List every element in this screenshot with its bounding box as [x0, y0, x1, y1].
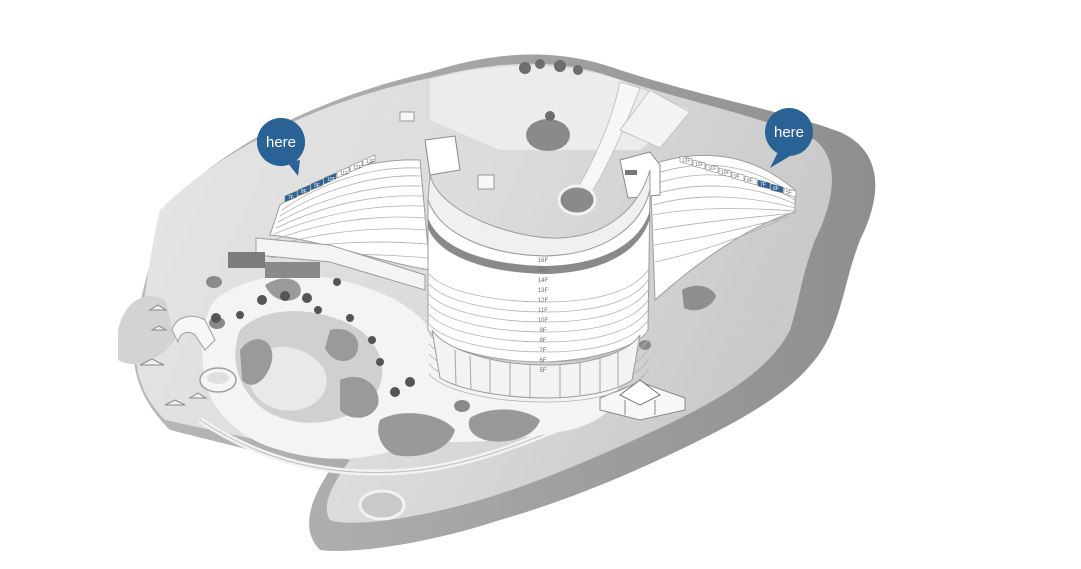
rock-garden	[265, 278, 301, 301]
tower-floor-line	[428, 268, 650, 303]
tower-floor-line	[428, 278, 650, 313]
small-garden	[358, 489, 406, 521]
tower-floor-label: 15F	[538, 268, 549, 274]
east-wing-floor-label: 7F	[760, 182, 766, 188]
west-wing-floor-block	[310, 178, 324, 191]
tower-floor-label: 5F	[539, 368, 546, 374]
marker-pin	[770, 152, 790, 168]
tower-floor-label: 7F	[539, 348, 546, 354]
west-wing-floor-label: 8F	[301, 189, 307, 195]
east-wing-floor-label: 13F	[682, 158, 691, 164]
rock-garden	[240, 339, 273, 385]
east-wing-floor-block	[679, 155, 693, 166]
east-wing-floor-label: 6F	[773, 186, 779, 192]
west-rooftop-block	[424, 135, 461, 176]
west-annex	[265, 262, 320, 278]
east-wing-lines	[651, 164, 796, 263]
east-wing-floor-block	[770, 183, 784, 194]
rock-garden	[378, 413, 455, 457]
west-wing: 7F 8F 9F 10F 11F 12F 13F	[228, 154, 431, 291]
resort-grounds	[139, 275, 686, 459]
coast-rock	[682, 285, 716, 311]
dark-garden	[454, 400, 470, 412]
umbrellas	[139, 304, 208, 406]
rock-garden	[340, 376, 379, 418]
tower-body	[427, 189, 651, 363]
east-wing-floor-label: 10F	[721, 170, 730, 176]
dark-garden	[206, 276, 222, 288]
east-wing-floor-label: 12F	[695, 162, 704, 168]
east-wing-floor-block	[757, 179, 771, 190]
east-wing-floor-label: 5F	[786, 190, 792, 196]
east-wing-floor-block	[783, 187, 797, 198]
tower-floor-label: 8F	[539, 338, 546, 344]
east-wing-floor-block	[731, 171, 745, 182]
tower-floor-label: 16F	[538, 258, 549, 264]
rock-garden	[468, 409, 540, 442]
west-wing-floor-block	[297, 184, 311, 197]
small-structure	[399, 111, 415, 122]
west-wing-floor-label: 10F	[327, 177, 336, 183]
west-wing-floor-block	[362, 154, 376, 167]
west-wing-floor-label: 13F	[366, 159, 375, 165]
west-wing-floor-label: 7F	[288, 195, 294, 201]
rooftop-window	[625, 170, 637, 175]
round-garden	[557, 184, 597, 216]
slide	[171, 315, 216, 351]
tower-base-columns	[454, 349, 619, 397]
rock-garden	[325, 329, 359, 362]
west-wing-floor-label: 11F	[340, 171, 348, 177]
tower-floor-line	[428, 318, 650, 353]
tower-floor-label: 13F	[538, 288, 549, 294]
tower-floor-label: 6F	[539, 358, 546, 364]
lower-path-edge	[199, 419, 581, 474]
location-marker-west[interactable]: here	[256, 118, 305, 176]
east-wing-floor-block	[692, 159, 706, 170]
tower-floor-label: 14F	[538, 278, 549, 284]
west-wing-floor-block	[284, 190, 298, 203]
main-tower: 16F 15F 14F 13F 12F 11F 10F 9F 8F 7F 6F 5F	[427, 169, 651, 403]
location-marker-east[interactable]: here	[765, 108, 813, 168]
marker-label: here	[774, 124, 804, 141]
west-wing-floor-block	[336, 166, 350, 179]
east-wing-floor-block	[718, 167, 732, 178]
marker-bubble	[765, 108, 813, 156]
west-wing-floor-block	[323, 172, 337, 185]
palm-trees-top	[519, 59, 583, 121]
tower-floor-label: 10F	[538, 318, 549, 324]
east-wing-floor-label: 8F	[747, 178, 753, 184]
east-wing-floor-block	[705, 163, 719, 174]
east-wing-floor-label: 11F	[708, 166, 716, 172]
tower-base	[431, 329, 641, 399]
marker-label: here	[266, 134, 296, 151]
west-wing-floor-label: 12F	[353, 165, 362, 171]
tower-floor-line	[428, 368, 650, 403]
palm-cluster	[526, 119, 570, 151]
east-wing-floor-block	[744, 175, 758, 186]
west-wing-floor-label: 9F	[314, 183, 320, 189]
tower-floor-label: 12F	[538, 298, 549, 304]
tower-floor-label: 11F	[538, 308, 548, 314]
east-wing: 13F 12F 11F 10F 9F 8F 7F 6F 5F	[649, 154, 797, 302]
upper-area	[399, 59, 691, 216]
coast-rock	[118, 296, 175, 364]
west-wing-floor-block	[349, 160, 363, 173]
round-pool-inner	[207, 372, 229, 384]
tower-top-band	[428, 210, 650, 274]
road-lane	[619, 89, 691, 149]
tower-floor-line	[428, 288, 650, 323]
marker-bubble	[257, 118, 305, 166]
tower-floor-label: 9F	[539, 328, 546, 334]
west-annex	[228, 252, 265, 268]
small-structure	[477, 174, 495, 190]
tower-floor-line	[428, 298, 650, 333]
chapel	[599, 379, 686, 421]
palm-trees	[211, 278, 415, 397]
tower-floor-line	[428, 308, 650, 343]
east-wing-floor-label: 9F	[734, 174, 740, 180]
